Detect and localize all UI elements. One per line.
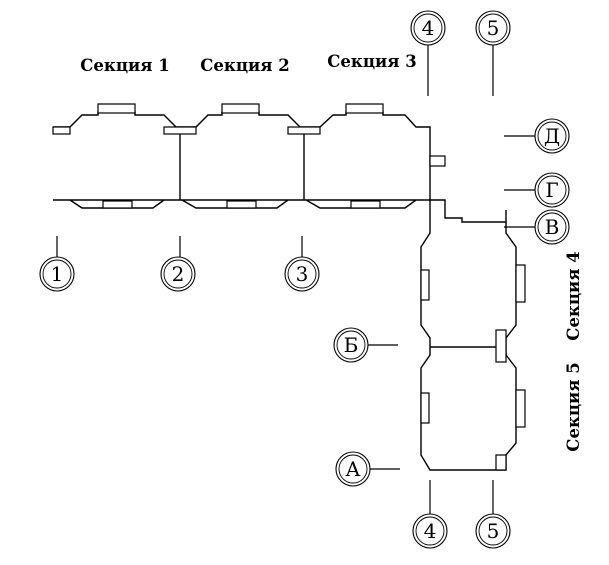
window-s1-bottom: [102, 200, 133, 209]
axis-label-b: Б: [344, 333, 359, 357]
axis-bubble-5-top: 5: [475, 10, 511, 46]
window-s4-left: [420, 269, 430, 301]
window-s3-bottom: [350, 200, 381, 209]
axis-label-3: 3: [296, 262, 309, 286]
axis-label-2: 2: [172, 262, 185, 286]
section-label-4: Секция 4: [564, 251, 583, 340]
window-s5-right: [515, 389, 526, 428]
window-s5-left: [420, 392, 430, 424]
axis-label-v: В: [545, 215, 560, 239]
window-s1-left: [52, 126, 71, 135]
axis-label-g: Г: [545, 178, 558, 202]
axis-label-1: 1: [51, 262, 64, 286]
window-s4-s5-joint: [495, 329, 507, 363]
axis-bubble-b: Б: [333, 327, 369, 363]
axis-bubble-1: 1: [39, 256, 75, 292]
axis-bubble-v: В: [534, 209, 570, 245]
axis-leaders: [56, 44, 536, 515]
axis-bubble-5-bottom: 5: [475, 513, 511, 549]
window-s2-bottom: [226, 200, 257, 209]
section-label-3: Секция 3: [327, 52, 416, 71]
window-s2-top: [221, 103, 260, 114]
axis-label-4-bottom: 4: [424, 519, 437, 543]
axis-bubble-4-bottom: 4: [412, 513, 448, 549]
section-label-1: Секция 1: [80, 56, 169, 75]
vertical-block: [420, 200, 526, 471]
section-label-2: Секция 2: [200, 56, 289, 75]
window-s3-top: [345, 103, 384, 114]
horizontal-block: [52, 103, 507, 223]
axis-label-5-bottom: 5: [487, 519, 500, 543]
axis-bubble-4-top: 4: [410, 10, 446, 46]
axis-bubble-g: Г: [534, 172, 570, 208]
axis-label-a: А: [345, 457, 360, 481]
window-s5-bottom-right: [495, 454, 507, 471]
window-s1-top: [97, 103, 136, 114]
section-label-5: Секция 5: [564, 362, 583, 451]
window-s1-s2-joint: [163, 126, 197, 135]
axis-label-5-top: 5: [487, 16, 500, 40]
window-s2-s3-joint: [287, 126, 321, 135]
window-s3-right: [429, 155, 446, 167]
window-s4-right: [515, 264, 526, 303]
axis-bubble-2: 2: [160, 256, 196, 292]
axis-bubble-3: 3: [284, 256, 320, 292]
axis-bubble-a: А: [335, 451, 371, 487]
axis-label-d: Д: [544, 124, 560, 148]
axis-bubble-d: Д: [534, 118, 570, 154]
axis-label-4-top: 4: [422, 16, 435, 40]
